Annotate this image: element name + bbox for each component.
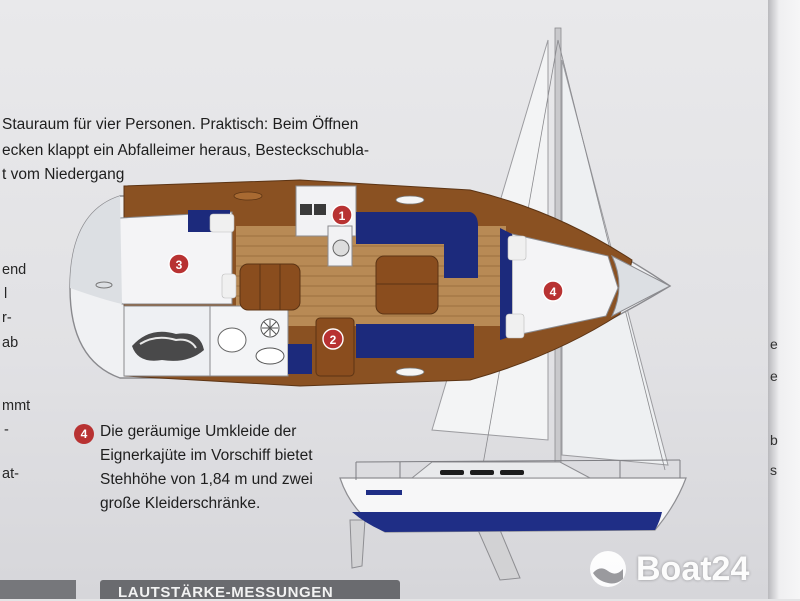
caption-line-2: Eignerkajüte im Vorschiff bietet [100,447,313,464]
plan-marker-3-label: 3 [176,258,183,272]
right-fragment: e [770,336,778,352]
article-line-2: ecken klappt ein Abfalleimer heraus, Bes… [2,142,370,159]
article-line-1: Stauraum für vier Personen. Praktisch: B… [2,116,359,133]
watermark-text: Boat24 [636,549,750,588]
plan-marker-3: 3 [168,253,190,275]
plan-marker-2: 2 [322,328,344,350]
section-header-left-bar [0,580,76,599]
caption-line-3: Stehhöhe von 1,84 m und zwei [100,471,313,488]
left-fragment: mmt [2,398,31,414]
plan-marker-2-label: 2 [330,333,337,347]
plan-marker-1-label: 1 [339,209,346,223]
plan-marker-4: 4 [542,280,564,302]
right-fragment: e [770,368,778,384]
left-fragment: ab [2,335,19,351]
section-header-title: LAUTSTÄRKE-MESSUNGEN [118,584,334,601]
boat24-watermark: Boat24 [588,548,749,590]
next-page-edge [768,0,800,599]
wave-logo-icon [590,551,626,587]
caption-line-1: Die geräumige Umkleide der [100,423,297,440]
article-line-3: t vom Niedergang [2,166,125,183]
caption-line-4: große Kleiderschränke. [100,495,261,512]
left-fragment: end [2,262,27,278]
deck-plan [69,179,672,387]
plan-marker-4-label: 4 [550,285,557,299]
section-header-bar [100,580,400,599]
left-fragment: at- [2,466,19,482]
right-fragment: s [770,462,777,478]
caption-badge: 4 [74,424,94,444]
left-fragment: l [4,286,8,302]
left-fragment: - [4,422,9,438]
right-fragment: b [770,432,778,448]
left-fragment: r- [2,310,12,326]
plan-marker-1: 1 [331,204,353,226]
